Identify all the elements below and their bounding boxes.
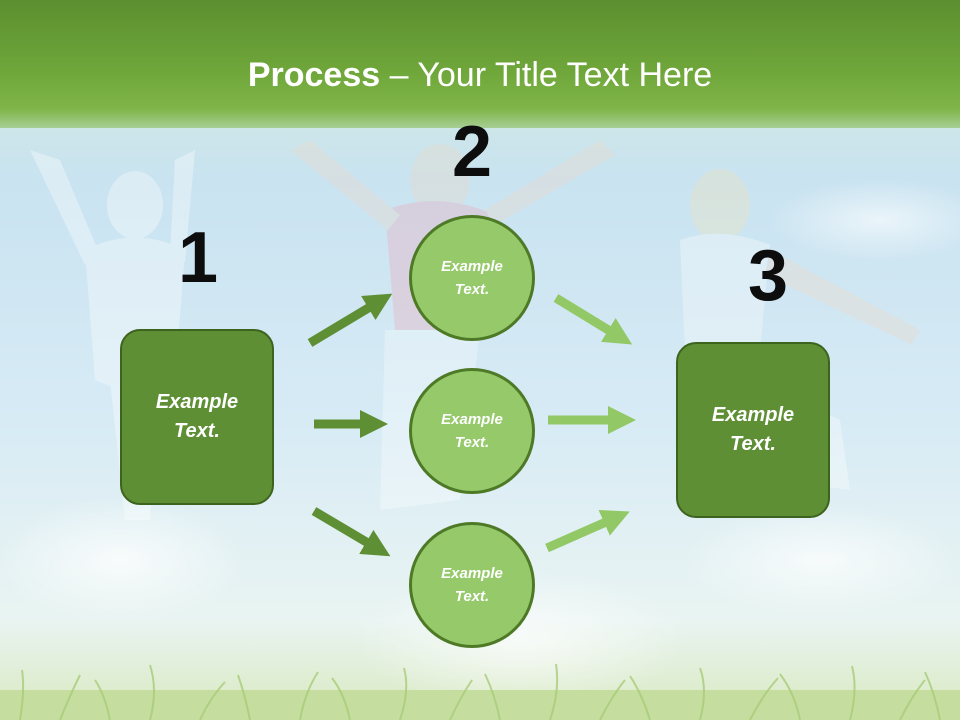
title-rest: – Your Title Text Here (380, 56, 713, 94)
step-2-circle-top: Example Text. (409, 215, 535, 341)
step-3-text: Example Text. (711, 404, 795, 455)
step-1-box: Example Text. (120, 329, 274, 505)
step-1-text: Example Text. (155, 391, 239, 442)
step-2-text-bottom: Example Text. (441, 565, 503, 605)
step-number-2: 2 (451, 112, 493, 192)
step-number-1: 1 (177, 218, 219, 298)
step-2-circle-bottom: Example Text. (409, 522, 535, 648)
slide-title: Process – Your Title Text Here (0, 52, 960, 98)
arrow-1-to-2c (311, 507, 391, 557)
step-2-circle-middle: Example Text. (409, 368, 535, 494)
arrow-1-to-2a (307, 293, 393, 347)
title-bar (0, 0, 960, 128)
step-3-box: Example Text. (676, 342, 830, 518)
title-bold: Process (247, 56, 381, 94)
grass-image (0, 663, 960, 720)
step-2-text-middle: Example Text. (441, 411, 503, 451)
step-number-3: 3 (747, 236, 789, 316)
arrow-2c-to-3 (545, 509, 630, 553)
arrow-2a-to-3 (553, 294, 633, 345)
step-2-text-top: Example Text. (441, 258, 503, 298)
